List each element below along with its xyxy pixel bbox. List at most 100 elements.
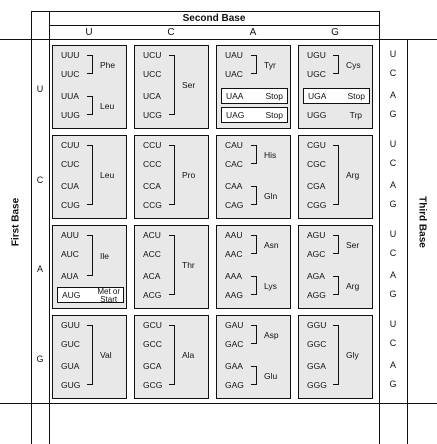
codon: GUC xyxy=(61,339,80,349)
first-base-row-a: A xyxy=(36,264,43,274)
group-bracket xyxy=(169,235,175,295)
codon: AAC xyxy=(225,249,243,259)
third-base-letter: A xyxy=(389,270,396,280)
codon: GCA xyxy=(143,361,162,371)
codon: CGA xyxy=(307,181,326,191)
grid-line xyxy=(31,11,32,444)
codon: GCC xyxy=(143,339,162,349)
group-bracket xyxy=(251,276,257,295)
group-bracket xyxy=(333,325,339,385)
amino-acid-label: Arg xyxy=(346,280,360,291)
first-base-header: First Base xyxy=(10,197,22,247)
codon: GUA xyxy=(61,361,80,371)
grid-line xyxy=(49,25,379,26)
grid-line xyxy=(379,11,380,444)
codon: GAC xyxy=(225,339,244,349)
stop-codon-box: UGA Stop xyxy=(303,88,370,104)
second-base-col-u: U xyxy=(85,27,93,38)
group-bracket xyxy=(169,145,175,205)
codon: UCG xyxy=(143,110,162,120)
third-base-letter: A xyxy=(389,180,396,190)
group-bracket xyxy=(251,145,257,164)
amino-acid-label: Thr xyxy=(182,260,195,270)
second-base-col-c: C xyxy=(167,27,175,38)
codon: GCG xyxy=(143,380,163,390)
third-base-header: Third Base xyxy=(416,196,428,248)
amino-acid-label: Asn xyxy=(264,239,279,250)
codon: AUG xyxy=(62,290,81,300)
codon: GUU xyxy=(61,320,80,330)
codon: CUU xyxy=(61,140,80,150)
group-bracket xyxy=(333,235,339,254)
group-bracket xyxy=(169,55,175,115)
group-bracket xyxy=(251,186,257,205)
start-label-line: Met or xyxy=(97,287,120,296)
codon: GCU xyxy=(143,320,162,330)
grid-line xyxy=(49,11,50,444)
codon: UGA xyxy=(308,91,327,101)
codon: CCA xyxy=(143,181,161,191)
group-bracket xyxy=(87,325,93,385)
codon: CGC xyxy=(307,159,326,169)
group-bracket xyxy=(333,145,339,205)
group-bracket xyxy=(87,145,93,205)
third-base-letter: G xyxy=(389,379,397,389)
amino-acid-label: Asp xyxy=(264,329,279,340)
codon: AUU xyxy=(61,230,79,240)
codon: AGU xyxy=(307,230,326,240)
codon: CCG xyxy=(143,200,162,210)
codon: UGC xyxy=(307,69,326,79)
group-bracket xyxy=(333,55,339,74)
codon: GGC xyxy=(307,339,327,349)
codon: ACA xyxy=(143,271,161,281)
grid-line xyxy=(0,39,437,40)
second-base-col-a: A xyxy=(249,27,257,38)
codon: AAG xyxy=(225,290,243,300)
codon: GGA xyxy=(307,361,326,371)
codon: AGA xyxy=(307,271,325,281)
first-base-row-g: G xyxy=(36,354,44,364)
third-base-letter: G xyxy=(389,289,397,299)
grid-line xyxy=(407,39,408,444)
group-bracket xyxy=(87,55,93,74)
codon: CUC xyxy=(61,159,80,169)
amino-acid-label: Val xyxy=(100,350,112,360)
amino-acid-label: Ile xyxy=(100,250,109,261)
codon: UUC xyxy=(61,69,80,79)
amino-acid-label: Tyr xyxy=(264,59,276,70)
amino-acid-label: Lys xyxy=(264,280,277,291)
codon: UAU xyxy=(225,50,243,60)
group-bracket xyxy=(87,96,93,115)
group-bracket xyxy=(87,235,93,276)
codon: CUG xyxy=(61,200,80,210)
amino-acid-label: Leu xyxy=(100,100,115,111)
codon: ACU xyxy=(143,230,161,240)
amino-acid-label: Gly xyxy=(346,350,359,360)
amino-acid-label: Ser xyxy=(182,80,196,90)
codon: UGU xyxy=(307,50,326,60)
group-bracket xyxy=(169,325,175,385)
stop-label: Stop xyxy=(347,91,366,101)
amino-acid-label: Cys xyxy=(346,59,361,70)
codon: UAC xyxy=(225,69,243,79)
codon: UCA xyxy=(143,91,161,101)
third-base-letter: U xyxy=(389,49,397,59)
codon: CCC xyxy=(143,159,162,169)
codon: CUA xyxy=(61,181,79,191)
second-base-col-g: G xyxy=(331,27,339,38)
codon: UCC xyxy=(143,69,162,79)
codon: CAG xyxy=(225,200,244,210)
codon: CGG xyxy=(307,200,327,210)
